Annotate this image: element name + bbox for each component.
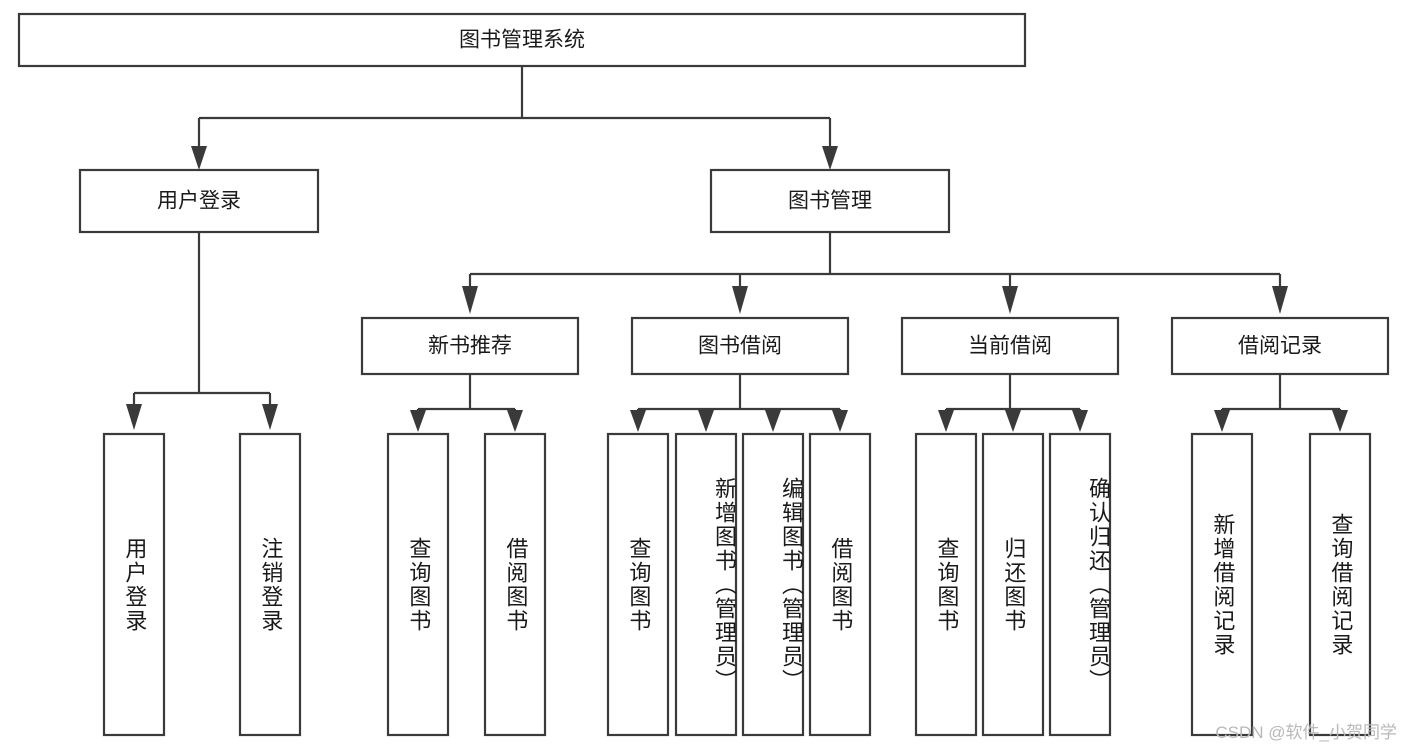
current-borrow-label: 当前借阅 — [968, 335, 1052, 358]
arrow-leaf-logout — [262, 404, 278, 430]
arrow-leaf-br-query-record — [1332, 410, 1348, 432]
arrow-leaf-nb-query-book — [410, 410, 426, 432]
current-borrow-box — [900, 316, 1120, 376]
node-new-book-recommend[interactable]: 新书推荐 — [360, 316, 580, 376]
node-book-borrow[interactable]: 图书借阅 — [630, 316, 850, 376]
arrow-book-borrow — [732, 286, 748, 314]
leaf-box-user-login[interactable] — [102, 432, 166, 737]
leaf-box-nb-borrow-book[interactable] — [483, 432, 547, 737]
leaf-box-br-add-record[interactable] — [1190, 432, 1254, 737]
node-user-login[interactable]: 用户登录 — [78, 168, 320, 234]
new-book-recommend-box — [360, 316, 580, 376]
node-borrow-record[interactable]: 借阅记录 — [1170, 316, 1390, 376]
leaf-box-logout[interactable] — [238, 432, 302, 737]
node-current-borrow[interactable]: 当前借阅 — [900, 316, 1120, 376]
leaf-box-bb-borrow-book[interactable] — [808, 432, 872, 737]
book-borrow-box — [630, 316, 850, 376]
arrow-borrow-record — [1272, 286, 1288, 314]
leaf-box-bb-edit-book[interactable] — [741, 432, 805, 737]
leaf-box-nb-query-book[interactable] — [386, 432, 450, 737]
arrow-leaf-bb-borrow-book — [832, 410, 848, 432]
new-book-recommend-label: 新书推荐 — [428, 335, 512, 358]
arrow-leaf-bb-query-book — [630, 410, 646, 432]
node-book-manage[interactable]: 图书管理 — [709, 168, 951, 234]
arrow-leaf-cb-confirm-return — [1072, 410, 1088, 432]
leaf-box-cb-confirm-return[interactable] — [1048, 432, 1112, 737]
arrow-leaf-cb-query-book — [938, 410, 954, 432]
arrow-new-book-recommend — [462, 286, 478, 314]
borrow-record-label: 借阅记录 — [1238, 335, 1322, 358]
book-manage-label: 图书管理 — [788, 190, 872, 213]
root-box — [17, 12, 1027, 68]
book-borrow-label: 图书借阅 — [698, 335, 782, 358]
book-manage-box — [709, 168, 951, 234]
leaf-box-br-query-record[interactable] — [1308, 432, 1372, 737]
arrow-leaf-br-add-record — [1214, 410, 1230, 432]
arrow-user-login — [191, 146, 207, 170]
arrow-leaf-cb-return-book — [1005, 410, 1021, 432]
leaf-box-cb-return-book[interactable] — [981, 432, 1045, 737]
arrow-leaf-user-login — [126, 404, 142, 430]
node-root[interactable]: 图书管理系统 — [17, 12, 1027, 68]
root-label: 图书管理系统 — [459, 29, 585, 52]
leaf-box-cb-query-book[interactable] — [914, 432, 978, 737]
leaf-box-bb-add-book[interactable] — [674, 432, 738, 737]
arrow-book-manage — [822, 146, 838, 170]
arrow-leaf-bb-edit-book — [765, 410, 781, 432]
arrow-leaf-bb-add-book — [698, 410, 714, 432]
arrow-current-borrow — [1002, 286, 1018, 314]
user-login-label: 用户登录 — [157, 190, 241, 213]
leaf-box-bb-query-book[interactable] — [606, 432, 670, 737]
borrow-record-box — [1170, 316, 1390, 376]
arrow-leaf-nb-borrow-book — [507, 410, 523, 432]
